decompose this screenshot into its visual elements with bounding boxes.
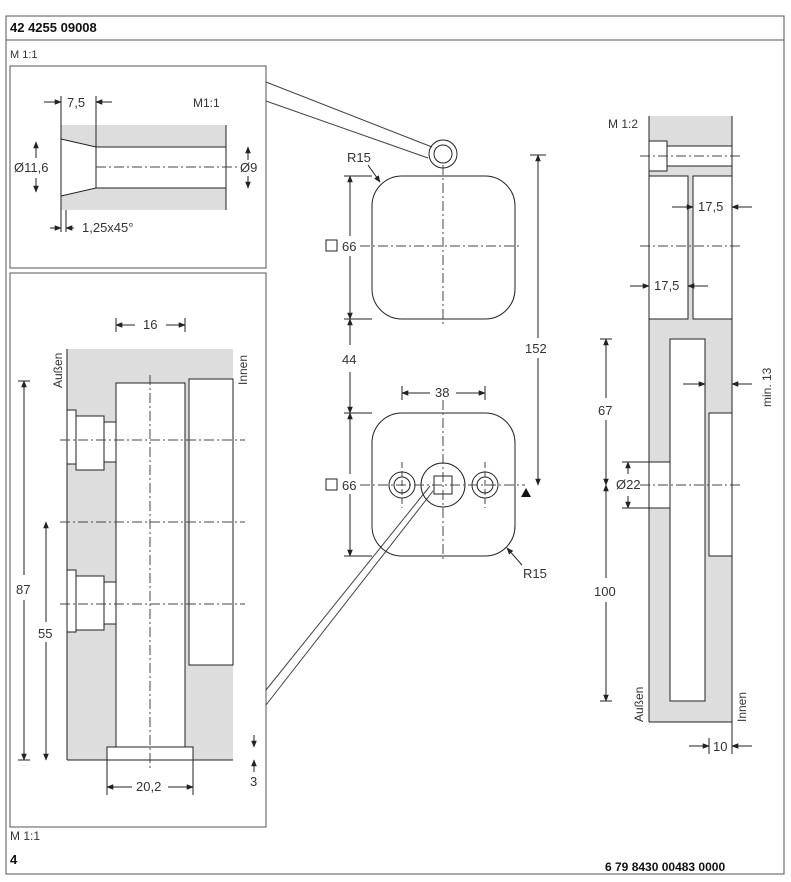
dim-min13: min. 13: [760, 367, 774, 407]
side-view: M 1:2 17,5 17,5 min. 13 67: [594, 116, 774, 754]
dim-gap: 44: [342, 352, 356, 367]
label-outside: Außen: [51, 353, 65, 388]
detail-top-scale: M1:1: [193, 96, 220, 110]
dim-inner-dia: Ø9: [240, 160, 257, 175]
radius-bottom: R15: [523, 566, 547, 581]
doc-code: 6 79 8430 00483 0000: [605, 860, 725, 874]
main-view: R15 66 44 152 38: [325, 139, 547, 581]
dim-87: 87: [16, 582, 30, 597]
hole-spacing: 38: [435, 385, 449, 400]
square-top: 66: [342, 239, 356, 254]
dim-chamfer: 1,25x45°: [82, 220, 133, 235]
dim-17-5-a: 17,5: [698, 199, 723, 214]
dim-16: 16: [143, 317, 157, 332]
dim-3: 3: [250, 774, 257, 789]
page-number: 4: [10, 852, 18, 867]
dim-dia22: Ø22: [616, 477, 641, 492]
side-label-inside: Innen: [735, 692, 749, 722]
doc-number: 42 4255 09008: [10, 20, 97, 35]
scale-label-top: M 1:1: [10, 49, 38, 61]
dim-20-2: 20,2: [136, 779, 161, 794]
side-scale: M 1:2: [608, 117, 638, 131]
dim-outer-dia: Ø11,6: [14, 160, 48, 175]
dim-17-5-b: 17,5: [654, 278, 679, 293]
dim-55: 55: [38, 626, 52, 641]
label-inside: Innen: [236, 355, 250, 385]
square-bottom: 66: [342, 478, 356, 493]
scale-label-bottom: M 1:1: [10, 829, 40, 843]
dim-67: 67: [598, 403, 612, 418]
dim-width: 7,5: [67, 95, 85, 110]
radius-top: R15: [347, 150, 371, 165]
page-frame: [5, 15, 785, 875]
dim-total: 152: [525, 341, 547, 356]
detail-top-panel: M1:1 7,5 Ø11,6 Ø9 1,25x45°: [9, 65, 267, 269]
dim-100: 100: [594, 584, 616, 599]
dim-10: 10: [713, 739, 727, 754]
detail-bottom-panel: 16 Außen Innen 87 55: [9, 272, 267, 828]
side-label-outside: Außen: [632, 687, 646, 722]
